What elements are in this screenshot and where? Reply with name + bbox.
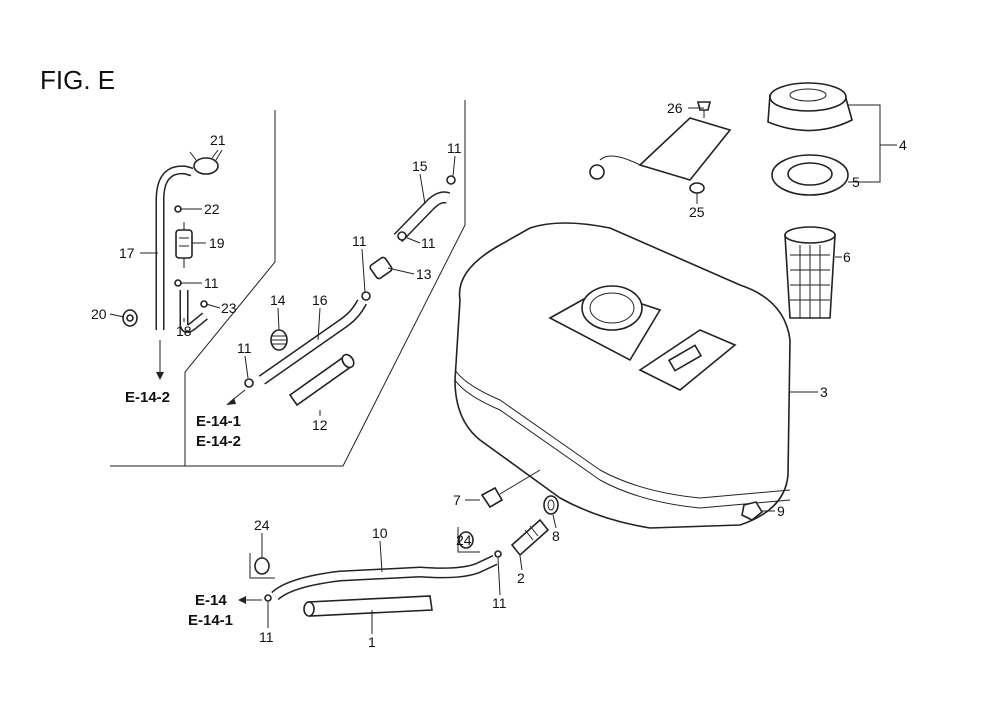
part-fuel-tank-3: [454, 222, 791, 529]
callout-18: 18: [176, 323, 192, 339]
section-divider-right: [185, 100, 466, 467]
callout-11: 11: [492, 595, 507, 611]
callout-24: 24: [254, 517, 270, 533]
callout-10: 10: [372, 525, 388, 541]
reference-e-14-1[interactable]: E-14-1: [196, 413, 241, 430]
callout-11: 11: [259, 629, 274, 645]
part-gasket-5: [771, 154, 849, 196]
callout-21: 21: [210, 132, 226, 148]
part-clip-20: [122, 309, 138, 327]
figure-title: FIG. E: [40, 65, 115, 95]
reference-e-14[interactable]: E-14: [195, 592, 227, 609]
leader-lines: [109, 104, 897, 634]
part-strainer-6: [784, 226, 836, 319]
callout-11: 11: [352, 233, 367, 249]
part-fuel-filter-19: [175, 222, 193, 268]
callout-25: 25: [689, 204, 705, 220]
callout-11: 11: [447, 140, 462, 156]
part-clip-11: [446, 175, 456, 185]
part-bolt-7: [480, 469, 541, 509]
bracket-line: [249, 553, 275, 579]
bracket-line: [457, 527, 480, 553]
part-ring-14: [270, 329, 288, 351]
callout-22: 22: [204, 201, 220, 217]
callout-11: 11: [421, 235, 436, 251]
part-screw-26: [696, 101, 712, 118]
part-gauge-25: [589, 117, 732, 194]
part-hose-16: [258, 299, 367, 385]
callout-12: 12: [312, 417, 328, 433]
callout-24: 24: [456, 532, 472, 548]
part-clip-11: [494, 550, 502, 558]
part-tube-12: [288, 353, 355, 407]
part-cock-2: [510, 518, 550, 557]
reference-labels: E-14-2 E-14-1 E-14-2 E-14 E-14-1: [125, 389, 241, 629]
callout-6: 6: [843, 249, 851, 265]
part-clip-11: [244, 378, 254, 388]
part-clip-21: [189, 149, 223, 175]
callout-23: 23: [221, 300, 237, 316]
callout-7: 7: [453, 492, 461, 508]
part-washer-8: [543, 495, 559, 515]
callout-2: 2: [517, 570, 525, 586]
section-divider-left: [110, 110, 276, 467]
part-hose-10: [271, 555, 498, 601]
callout-4: 4: [899, 137, 907, 153]
callout-3: 3: [820, 384, 828, 400]
callout-labels: 21 22 19 17 11 23 20 18 11 15 11 11 13 1…: [91, 100, 907, 650]
part-clip-11: [361, 291, 371, 301]
callout-17: 17: [119, 245, 135, 261]
part-clip-24: [254, 557, 270, 575]
part-hose-18: [179, 290, 208, 333]
callout-20: 20: [91, 306, 107, 322]
part-tube-1: [303, 595, 433, 617]
reference-e-14-2[interactable]: E-14-2: [196, 433, 241, 450]
reference-e-14-2[interactable]: E-14-2: [125, 389, 170, 406]
callout-11: 11: [237, 340, 252, 356]
callout-15: 15: [412, 158, 428, 174]
callout-8: 8: [552, 528, 560, 544]
part-joint-13: [369, 256, 393, 280]
callout-5: 5: [852, 174, 860, 190]
part-cap-4: [767, 82, 853, 132]
callout-1: 1: [368, 634, 376, 650]
reference-e-14-1[interactable]: E-14-1: [188, 612, 233, 629]
callout-13: 13: [416, 266, 432, 282]
part-fuel-hose-17: [155, 165, 194, 330]
callout-14: 14: [270, 292, 286, 308]
part-clip-11: [397, 231, 407, 241]
part-clip-11: [264, 594, 272, 602]
callout-19: 19: [209, 235, 225, 251]
part-drain-bolt-9: [741, 501, 764, 521]
callout-16: 16: [312, 292, 328, 308]
part-hose-15: [393, 191, 451, 243]
callout-26: 26: [667, 100, 683, 116]
callout-11: 11: [204, 275, 219, 291]
part-clip-24: [458, 531, 474, 549]
callout-9: 9: [777, 503, 785, 519]
